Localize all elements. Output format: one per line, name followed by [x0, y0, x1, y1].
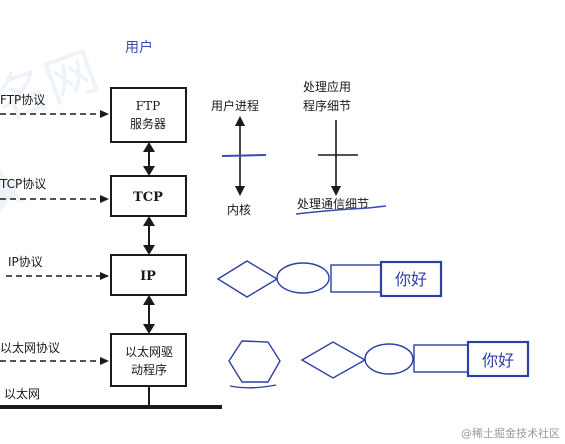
tcp-protocol-label: TCP协议 [0, 176, 46, 191]
ethernet-label: 以太网 [4, 386, 40, 401]
ethernet-driver-box [110, 333, 187, 387]
ellipse-shape-2 [364, 343, 414, 375]
hexagon-underline [229, 384, 277, 389]
hello-text-1: 你好 [395, 270, 427, 289]
user-kernel-boundary [221, 154, 267, 157]
ethernet-protocol-label: 以太网协议 [0, 340, 60, 355]
comm-detail-underline [295, 205, 387, 215]
app-detail-label: 处理应用 [303, 79, 351, 94]
ellipse-shape [276, 262, 330, 294]
annotation-row-1 [216, 260, 443, 298]
annotation-row-2 [228, 340, 530, 389]
user-label: 用户 [125, 39, 153, 56]
eth-box-label-2: 动程序 [131, 362, 167, 377]
tcp-box-label: TCP [133, 190, 163, 205]
user-process-label: 用户进程 [211, 98, 259, 113]
app-detail-label-2: 程序细节 [303, 98, 351, 113]
diamond-shape-2 [300, 341, 367, 379]
app-comm-arrow-down [331, 186, 341, 196]
site-watermark: @稀土掘金技术社区 [461, 426, 560, 440]
ftp-box-label: FTP [136, 99, 160, 113]
ftp-protocol-label: FTP协议 [0, 92, 45, 107]
hexagon-shape [228, 340, 281, 383]
ftp-box-label-2: 服务器 [130, 116, 166, 131]
ip-box [110, 254, 187, 296]
eth-box-label: 以太网驱 [125, 344, 173, 359]
background-watermark: 名网 ★ [0, 41, 106, 232]
inter-layer-arrows [143, 142, 155, 334]
hello-box-2 [466, 340, 530, 378]
comm-detail-label: 处理通信细节 [297, 197, 369, 211]
rect-shape [330, 264, 382, 293]
ip-protocol-label: IP协议 [8, 254, 43, 269]
ip-box-label: IP [140, 269, 156, 284]
user-kernel-arrow-down [235, 186, 245, 196]
user-kernel-arrow-up [235, 116, 245, 126]
ftp-server-box [110, 87, 187, 143]
hello-text-2: 你好 [482, 351, 514, 370]
tcp-box [110, 175, 187, 217]
hello-box-1 [379, 260, 443, 298]
diamond-shape [216, 260, 279, 298]
rect-shape-2 [413, 344, 469, 373]
svg-text:名网: 名网 [0, 41, 106, 133]
kernel-label: 内核 [227, 203, 251, 217]
